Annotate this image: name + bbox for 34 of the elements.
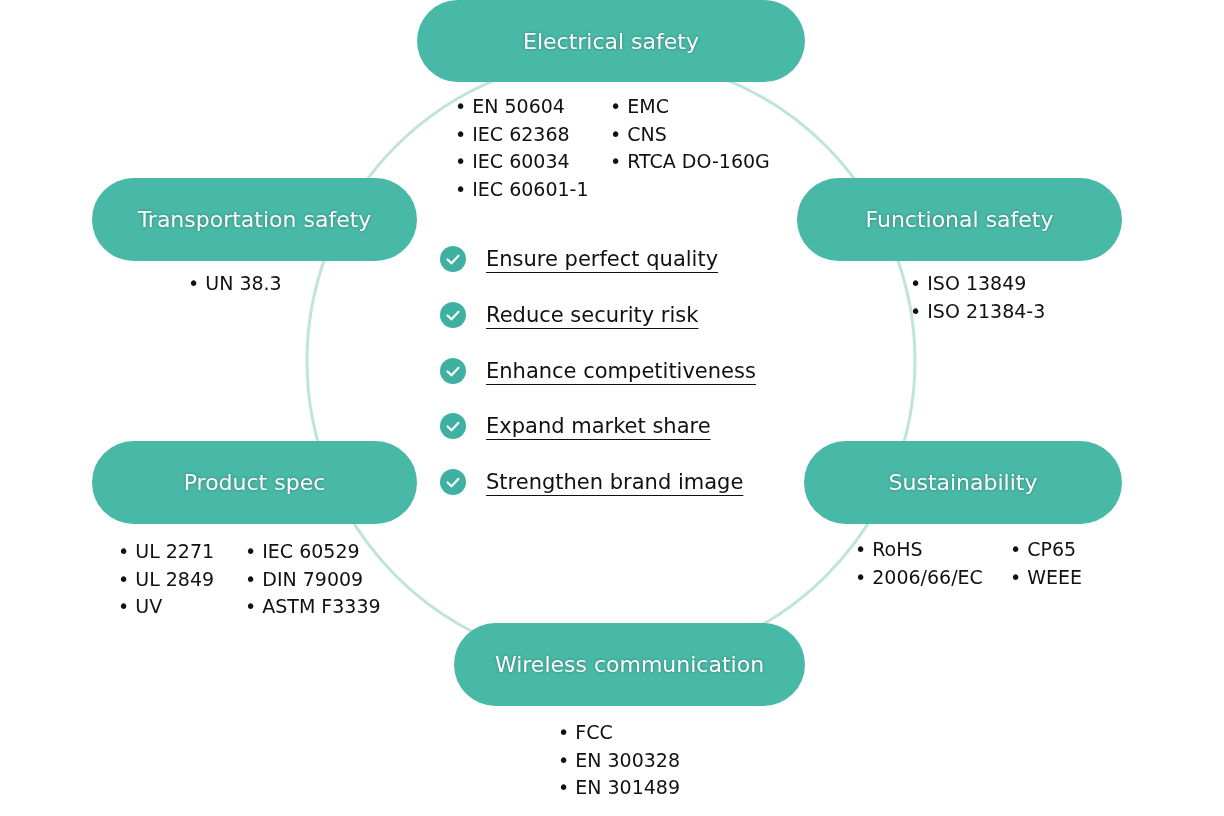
category-title: Sustainability xyxy=(888,470,1038,495)
standard-list-item: • ISO 21384-3 xyxy=(910,298,1046,324)
category-title: Functional safety xyxy=(865,207,1054,232)
standard-list-item: • 2006/66/EC xyxy=(855,564,983,590)
benefit-text: Ensure perfect quality xyxy=(486,247,719,271)
benefit-text: Reduce security risk xyxy=(486,302,699,327)
standard-list-item: • UN 38.3 xyxy=(188,271,282,296)
category-title: Wireless communication xyxy=(494,652,765,677)
standard-list-item: • ASTM F3339 xyxy=(245,594,381,619)
standard-list-item: • IEC 60529 xyxy=(245,539,360,564)
standard-list-item: • WEEE xyxy=(1010,564,1083,590)
standard-list-item: • UL 2849 xyxy=(118,566,215,592)
standard-list-item: • RoHS xyxy=(855,537,923,562)
category-title: Electrical safety xyxy=(523,28,699,54)
standard-list-item: • IEC 60034 xyxy=(455,149,570,174)
category-title: Transportation safety xyxy=(137,207,372,232)
standard-list-item: • EMC xyxy=(610,94,669,119)
standard-list-item: • EN 301489 xyxy=(558,775,681,800)
standard-list-item: • CP65 xyxy=(1010,537,1077,562)
benefit-text: Expand market share xyxy=(486,414,711,439)
benefit-text: Strengthen brand image xyxy=(486,470,744,495)
standard-list-item: • ISO 13849 xyxy=(910,271,1027,296)
standard-list-item: • UV xyxy=(118,594,163,619)
standard-list-item: • FCC xyxy=(558,720,613,745)
benefit-text: Enhance competitiveness xyxy=(486,358,756,383)
standard-list-item: • EN 300328 xyxy=(558,747,681,773)
standard-list-item: • UL 2271 xyxy=(118,539,215,564)
standard-list-item: • RTCA DO-160G xyxy=(610,149,770,174)
standard-list-item: • IEC 62368 xyxy=(455,121,570,147)
standard-list-item: • DIN 79009 xyxy=(245,566,364,592)
standard-list-item: • IEC 60601-1 xyxy=(455,176,589,202)
standard-list-item: • EN 50604 xyxy=(455,94,565,119)
category-title: Product spec xyxy=(183,470,326,495)
standard-list-item: • CNS xyxy=(610,121,667,147)
